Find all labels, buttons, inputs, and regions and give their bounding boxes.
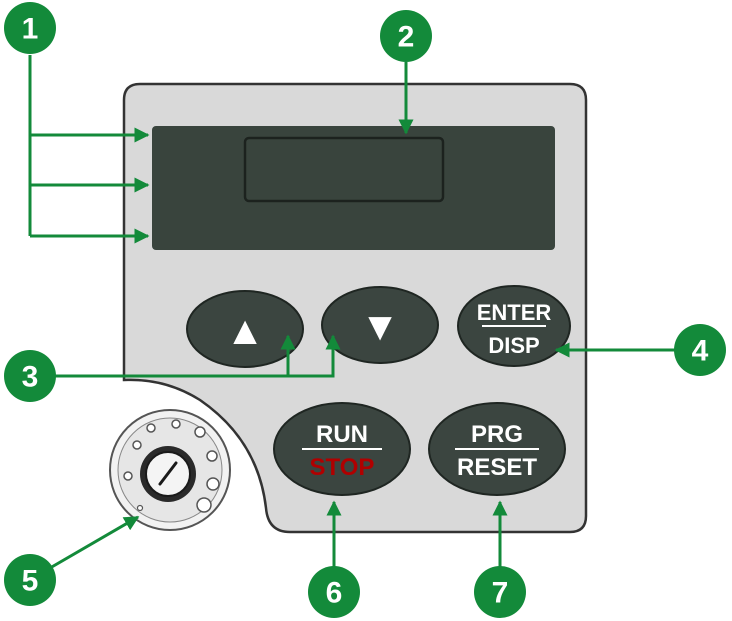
callout-number-7: 7: [492, 577, 509, 610]
up-button[interactable]: ▲: [186, 290, 304, 368]
callout-badge-1: 1: [4, 2, 56, 54]
knob-pointer: [158, 461, 178, 486]
run-label: RUN: [316, 421, 368, 448]
knob-dot-2: [132, 440, 142, 450]
callout-number-5: 5: [22, 565, 39, 598]
callout-badge-5: 5: [4, 554, 56, 606]
callout-lines: [28, 55, 685, 572]
callout-number-1: 1: [22, 13, 39, 46]
run-stop-button[interactable]: RUN STOP: [273, 402, 411, 496]
callout-number-6: 6: [326, 577, 343, 610]
prg-label: PRG: [471, 421, 523, 448]
stop-label: STOP: [310, 454, 375, 481]
lcd-display: [152, 126, 555, 250]
knob-dot-8: [196, 497, 212, 513]
down-arrow-icon: ▼: [360, 305, 400, 349]
enter-disp-button[interactable]: ENTER DISP: [457, 285, 571, 367]
knob-dot-9: [136, 504, 144, 512]
knob-dot-7: [206, 477, 220, 491]
knob-dot-5: [194, 426, 206, 438]
knob-dot-3: [146, 423, 156, 433]
enter-label: ENTER: [477, 300, 552, 325]
callout-3-arrow-down: [288, 334, 341, 378]
up-arrow-icon: ▲: [225, 309, 265, 353]
reset-label: RESET: [457, 454, 537, 481]
prg-reset-button[interactable]: PRG RESET: [428, 402, 566, 496]
callout-badge-3: 3: [4, 350, 56, 402]
potentiometer-knob[interactable]: [109, 409, 231, 531]
callout-badge-4: 4: [674, 324, 726, 376]
knob-dot-4: [171, 419, 181, 429]
disp-label: DISP: [488, 333, 539, 358]
callout-number-3: 3: [22, 361, 39, 394]
callout-badge-6: 6: [308, 566, 360, 618]
callout-number-2: 2: [398, 21, 415, 54]
callout-badge-7: 7: [474, 566, 526, 618]
knob-dot-1: [123, 471, 133, 481]
lcd-inner-window: [243, 136, 445, 203]
knob-dot-6: [206, 450, 218, 462]
callout-5-arrow: [49, 515, 140, 570]
callout-number-4: 4: [692, 335, 709, 368]
down-button[interactable]: ▼: [321, 286, 439, 364]
callout-badge-2: 2: [380, 10, 432, 62]
